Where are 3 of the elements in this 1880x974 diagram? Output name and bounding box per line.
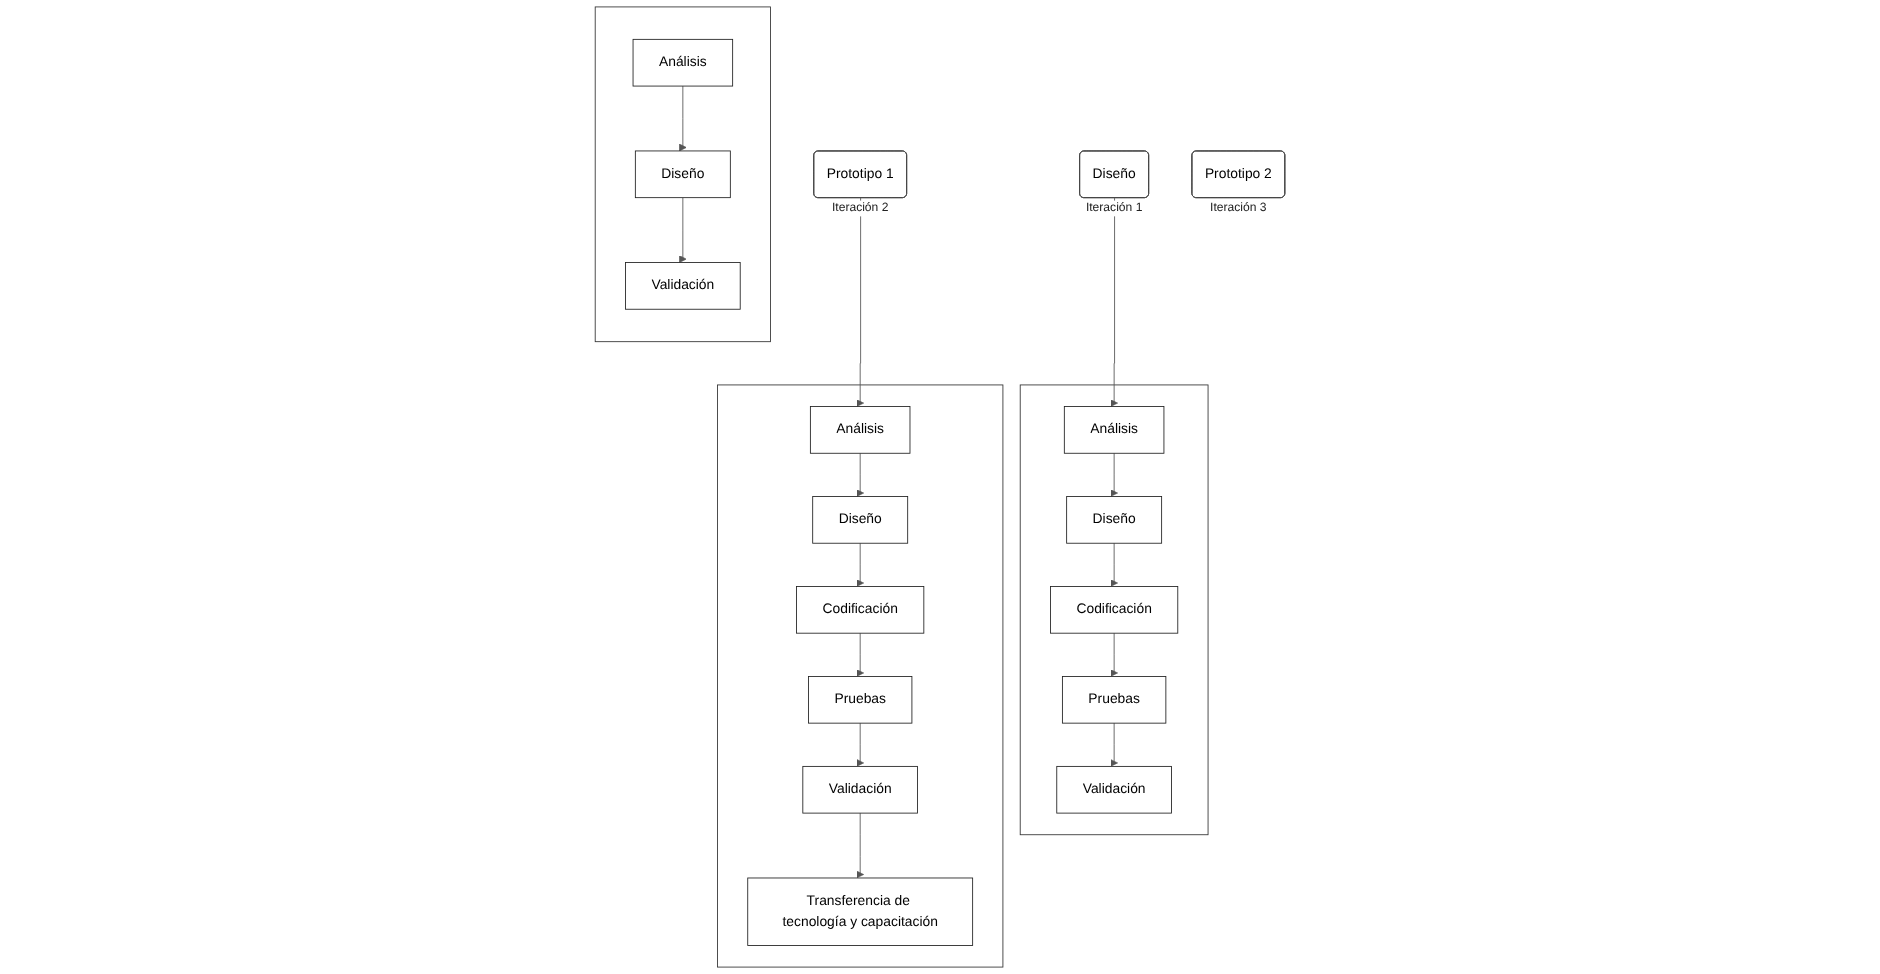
cluster: [594, 6, 771, 343]
cluster: [1019, 384, 1209, 836]
cluster: [717, 384, 1004, 968]
